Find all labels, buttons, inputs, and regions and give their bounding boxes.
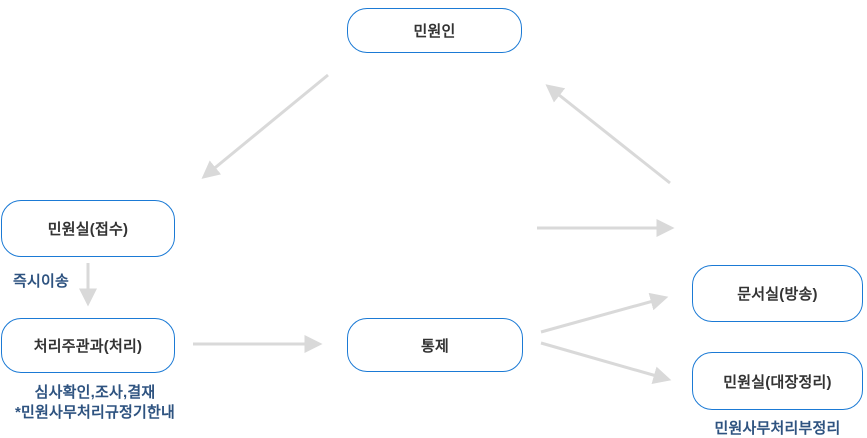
node-munseosil: 문서실(방송) xyxy=(692,265,863,322)
caption-ledger-note: 민원사무처리부정리 xyxy=(714,420,841,437)
arrow-minwonin-to-jeopsu-icon xyxy=(201,73,329,179)
node-minwonsil-daejang: 민원실(대장정리) xyxy=(692,352,863,410)
caption-immediate-transfer: 즉시이송 xyxy=(13,273,70,290)
arrow-tongje-to-munseosil-icon xyxy=(540,292,669,334)
node-cheori-jugwan: 처리주관과(처리) xyxy=(1,318,175,373)
arrow-up-to-minwonin-icon xyxy=(545,84,671,185)
node-tongje: 통제 xyxy=(347,318,523,372)
arrow-tongje-to-daejang-icon xyxy=(540,341,672,384)
node-minwonsil-jeopsu: 민원실(접수) xyxy=(1,200,175,257)
caption-review-note: 심사확인,조사,결재 *민원사무처리규정기한내 xyxy=(0,383,190,423)
node-minwonin: 민원인 xyxy=(347,8,522,53)
caption-review-line2: *민원사무처리규정기한내 xyxy=(14,404,176,421)
caption-review-line1: 심사확인,조사,결재 xyxy=(34,384,156,401)
